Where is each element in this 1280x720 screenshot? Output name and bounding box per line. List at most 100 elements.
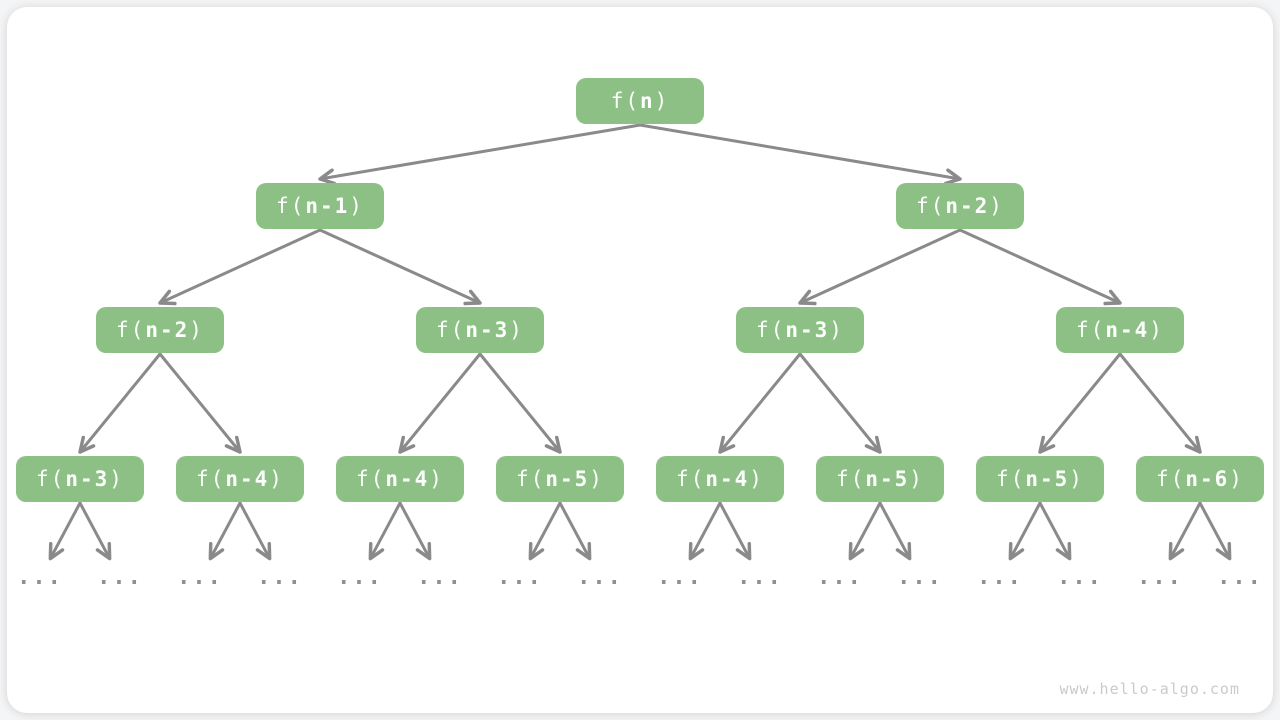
node-label-suffix: ) — [749, 467, 764, 491]
node-label-suffix: ) — [589, 467, 604, 491]
edge-group — [48, 123, 1232, 561]
edge-arrow — [158, 352, 242, 454]
ellipsis-leaf: ... — [337, 565, 383, 590]
node-label-prefix: f( — [276, 194, 306, 218]
edge-arrow — [1118, 352, 1202, 454]
ellipsis-leaf: ... — [657, 565, 703, 590]
edge-arrow — [78, 501, 112, 561]
ellipsis-leaf: ... — [497, 565, 543, 590]
node-label-prefix: f( — [1076, 318, 1106, 342]
tree-node-f(n-5): f(n-5) — [816, 456, 944, 502]
edge-arrow — [208, 501, 242, 561]
tree-node-f(n-2): f(n-2) — [96, 307, 224, 353]
tree-node-f(n): f(n) — [576, 78, 704, 124]
edge-arrow — [558, 501, 592, 561]
edge-arrow — [1198, 501, 1232, 561]
ellipsis-leaf: ... — [1137, 565, 1183, 590]
edge-arrow — [798, 352, 882, 454]
node-label-prefix: f( — [836, 467, 866, 491]
node-label-bold: n-5 — [545, 467, 590, 491]
node-label-suffix: ) — [429, 467, 444, 491]
ellipsis-leaf: ... — [177, 565, 223, 590]
node-label-bold: n-1 — [305, 194, 350, 218]
tree-node-f(n-4): f(n-4) — [1056, 307, 1184, 353]
edge-arrow — [718, 352, 802, 454]
node-label-suffix: ) — [189, 318, 204, 342]
tree-node-f(n-6): f(n-6) — [1136, 456, 1264, 502]
edge-arrow — [1168, 501, 1202, 561]
edge-arrow — [78, 352, 162, 454]
ellipsis-leaf: ... — [1057, 565, 1103, 590]
edge-arrow — [1008, 501, 1042, 561]
ellipsis-leaf: ... — [1217, 565, 1263, 590]
edge-arrow — [238, 501, 272, 561]
ellipsis-leaf: ... — [737, 565, 783, 590]
node-label-suffix: ) — [829, 318, 844, 342]
edge-arrow — [848, 501, 882, 561]
tree-node-f(n-5): f(n-5) — [976, 456, 1104, 502]
node-label-prefix: f( — [436, 318, 466, 342]
edge-arrow — [638, 123, 962, 186]
edge-arrow — [368, 501, 402, 561]
ellipsis-leaf: ... — [897, 565, 943, 590]
node-label-bold: n-5 — [865, 467, 910, 491]
edge-arrow — [1038, 501, 1072, 561]
node-label-suffix: ) — [349, 194, 364, 218]
node-label-prefix: f( — [916, 194, 946, 218]
node-label-bold: n-2 — [145, 318, 190, 342]
node-label-prefix: f( — [196, 467, 226, 491]
tree-node-f(n-5): f(n-5) — [496, 456, 624, 502]
node-label-bold: n-3 — [465, 318, 510, 342]
tree-node-f(n-1): f(n-1) — [256, 183, 384, 229]
edge-arrow — [958, 228, 1122, 306]
node-label-suffix: ) — [654, 89, 670, 113]
edge-arrow — [688, 501, 722, 561]
tree-node-f(n-3): f(n-3) — [16, 456, 144, 502]
node-label-bold: n-4 — [385, 467, 430, 491]
edge-arrow — [1038, 352, 1122, 454]
edge-arrow — [878, 501, 912, 561]
tree-node-f(n-4): f(n-4) — [336, 456, 464, 502]
node-label-suffix: ) — [509, 318, 524, 342]
node-label-suffix: ) — [269, 467, 284, 491]
edge-arrow — [398, 352, 482, 454]
node-label-suffix: ) — [1229, 467, 1244, 491]
ellipsis-leaf: ... — [17, 565, 63, 590]
node-label-suffix: ) — [1149, 318, 1164, 342]
ellipsis-leaf: ... — [97, 565, 143, 590]
node-label-prefix: f( — [516, 467, 546, 491]
edge-arrow — [798, 228, 962, 306]
node-label-suffix: ) — [989, 194, 1004, 218]
node-label-bold: n-4 — [1105, 318, 1150, 342]
edge-arrow — [318, 123, 642, 186]
node-label-bold: n-4 — [225, 467, 270, 491]
node-label-prefix: f( — [676, 467, 706, 491]
edge-arrow — [158, 228, 322, 306]
tree-node-f(n-4): f(n-4) — [656, 456, 784, 502]
tree-node-f(n-3): f(n-3) — [736, 307, 864, 353]
tree-node-f(n-2): f(n-2) — [896, 183, 1024, 229]
node-label-prefix: f( — [610, 89, 640, 113]
ellipsis-leaf: ... — [257, 565, 303, 590]
edge-arrow — [478, 352, 562, 454]
node-label-bold: n-3 — [65, 467, 110, 491]
edge-arrow — [398, 501, 432, 561]
node-label-prefix: f( — [1156, 467, 1186, 491]
node-label-bold: n-4 — [705, 467, 750, 491]
node-label-prefix: f( — [756, 318, 786, 342]
node-label-bold: n-2 — [945, 194, 990, 218]
node-label-bold: n-5 — [1025, 467, 1070, 491]
edge-arrow — [528, 501, 562, 561]
node-label-bold: n-3 — [785, 318, 830, 342]
node-label-prefix: f( — [996, 467, 1026, 491]
edge-arrow — [718, 501, 752, 561]
node-label-bold: n-6 — [1185, 467, 1230, 491]
watermark: www.hello-algo.com — [1059, 680, 1240, 698]
edge-arrow — [48, 501, 82, 561]
edge-arrow — [318, 228, 482, 306]
ellipsis-leaf: ... — [417, 565, 463, 590]
node-label-suffix: ) — [109, 467, 124, 491]
node-label-suffix: ) — [909, 467, 924, 491]
